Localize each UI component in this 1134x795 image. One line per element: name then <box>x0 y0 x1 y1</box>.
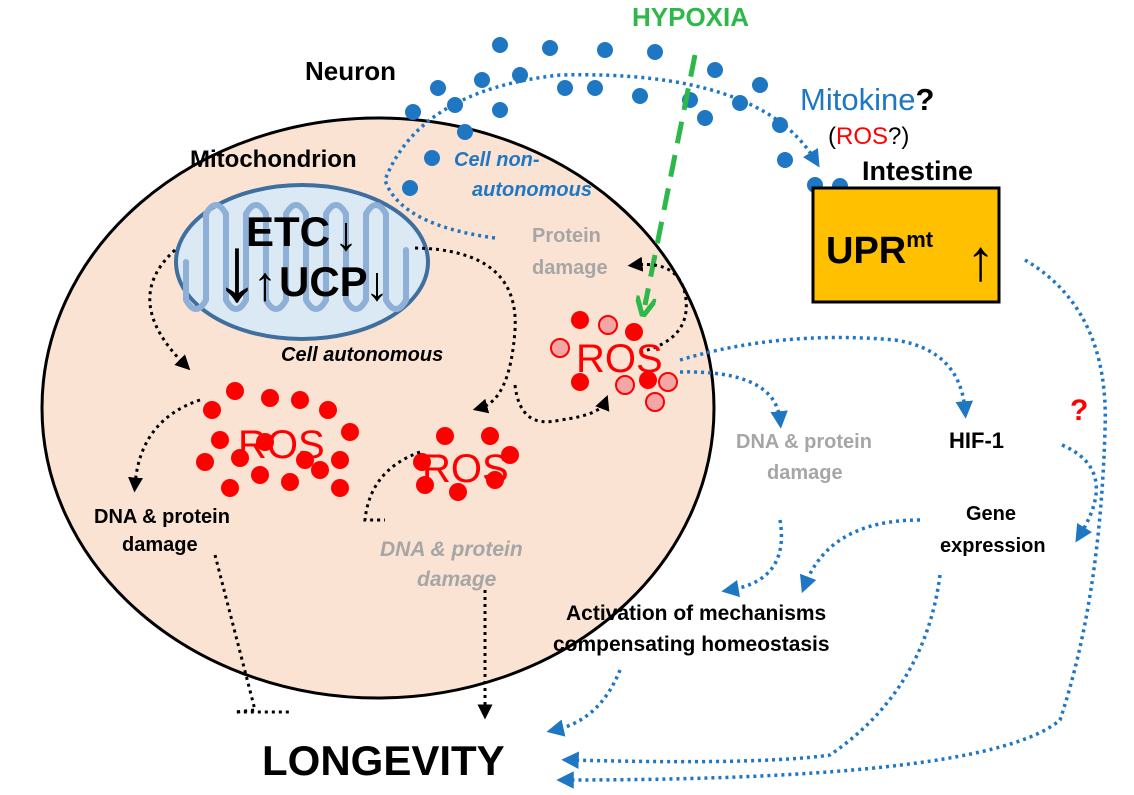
cell-autonomous-arrows <box>128 246 688 720</box>
protein-damage-line1: Protein <box>532 225 601 247</box>
gene-expression-line2: expression <box>940 535 1046 557</box>
ros-dots-right <box>550 311 678 412</box>
etc-label: ETC <box>246 208 330 255</box>
ros-question-label: (ROS?) <box>828 123 909 150</box>
dna-damage-middle-line1: DNA & protein <box>380 538 523 561</box>
gene-expression-line1: Gene <box>966 503 1016 525</box>
mitokine-question: ? <box>915 82 934 117</box>
mito-long-down-arrow: ↓ <box>214 218 260 320</box>
ros-middle-label: ROS <box>422 447 509 491</box>
mitochondrion-label: Mitochondrion <box>190 146 357 173</box>
hypoxia-label: HYPOXIA <box>632 2 749 32</box>
activation-line2: compensating homeostasis <box>553 633 830 656</box>
ros-right-label: ROS <box>576 337 663 381</box>
cell-non-autonomous-line2: autonomous <box>472 179 592 201</box>
blue-signaling-arrows <box>546 258 1108 789</box>
dna-damage-middle-line2: damage <box>417 568 497 591</box>
ros-dots-left <box>196 382 359 497</box>
cell-non-autonomous-arrow <box>383 72 820 240</box>
mitokine-text: Mitokine <box>800 82 915 117</box>
ucp-label: UCP <box>279 258 368 305</box>
unknown-link-question: ? <box>1070 394 1088 427</box>
upr-mt-label: UPRmt <box>826 227 934 272</box>
ucp-down-arrow: ↓ <box>365 258 389 311</box>
intestine-box <box>811 186 1001 304</box>
dna-damage-right-line1: DNA & protein <box>736 431 872 453</box>
hif1-label: HIF-1 <box>949 428 1004 453</box>
hypoxia-arrow <box>645 54 698 305</box>
mitokine-label: Mitokine? <box>800 82 934 117</box>
dna-damage-left-line1: DNA & protein <box>94 506 230 528</box>
cell-autonomous-label: Cell autonomous <box>281 344 443 366</box>
neuron-label: Neuron <box>305 56 396 86</box>
mitochondrion <box>174 183 430 341</box>
intestine-label: Intestine <box>862 156 973 186</box>
upr-up-arrow: ↑ <box>966 228 995 293</box>
longevity-label: LONGEVITY <box>262 737 505 784</box>
dna-damage-left-line2: damage <box>122 534 198 556</box>
ros-dots-middle <box>413 427 519 501</box>
activation-line1: Activation of mechanisms <box>566 602 826 625</box>
dna-damage-right-line2: damage <box>767 462 843 484</box>
ucp-up-arrow: ↑ <box>253 258 277 311</box>
ros-left-label: ROS <box>238 423 325 467</box>
cell-non-autonomous-line1: Cell non- <box>454 149 540 171</box>
etc-down-arrow: ↓ <box>334 208 358 261</box>
protein-damage-line2: damage <box>532 257 608 279</box>
mitochondrion-cristae <box>183 202 409 312</box>
